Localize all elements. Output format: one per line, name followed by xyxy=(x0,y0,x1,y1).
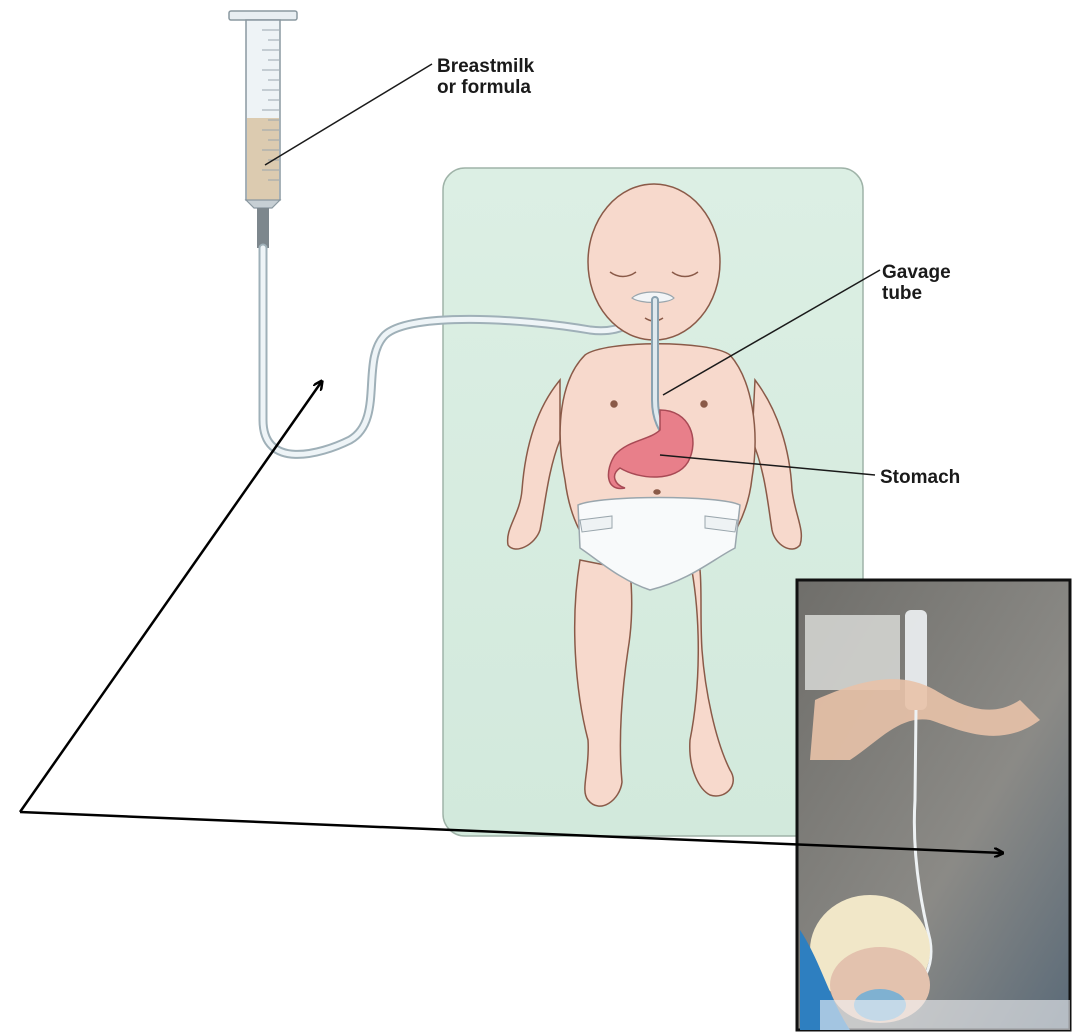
photo-inset xyxy=(797,580,1070,1030)
breastmilk-label-line1: Breastmilk xyxy=(437,56,534,77)
syringe-icon xyxy=(229,11,297,248)
gavage-label-line1: Gavage xyxy=(882,262,951,283)
breastmilk-label: Breastmilk or formula xyxy=(437,56,534,98)
breastmilk-leader-line xyxy=(265,64,432,165)
breastmilk-label-line2: or formula xyxy=(437,77,534,98)
stomach-label-text: Stomach xyxy=(880,467,960,488)
arrow-to-tube xyxy=(20,381,322,812)
stomach-label: Stomach xyxy=(880,467,960,488)
gavage-label-line2: tube xyxy=(882,283,951,304)
gavage-tube-label: Gavage tube xyxy=(882,262,951,304)
